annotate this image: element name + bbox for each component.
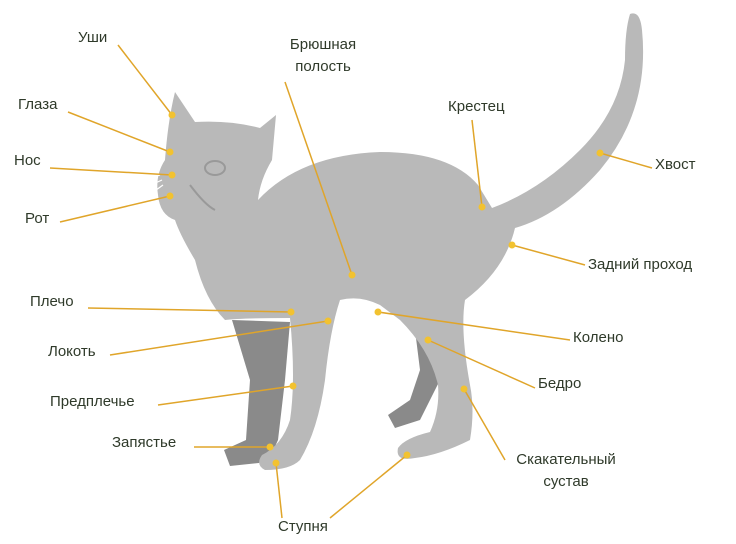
label-thigh: Бедро	[538, 375, 582, 392]
label-tail: Хвост	[655, 156, 696, 173]
leader-lines	[49, 44, 653, 519]
label-hock-line1: Скакательный	[516, 451, 616, 468]
label-shoulder: Плечо	[30, 293, 74, 310]
label-wrist: Запястье	[112, 434, 177, 451]
label-forearm: Предплечье	[50, 393, 135, 410]
label-abdomen-line2: полость	[295, 58, 351, 75]
cat-far-front-leg	[224, 320, 290, 466]
label-eyes: Глаза	[18, 96, 58, 113]
label-elbow: Локоть	[48, 343, 96, 360]
cat-body	[157, 13, 644, 470]
cat-whisker-pad	[189, 184, 216, 211]
label-abdomen-line1: Брюшная	[289, 36, 357, 53]
cat-eye	[204, 160, 226, 176]
label-anus: Задний проход	[588, 256, 693, 273]
label-hock: Скакательный сустав	[502, 449, 630, 493]
label-sacrum: Крестец	[448, 98, 505, 115]
label-hock-line2: сустав	[543, 473, 589, 490]
anatomy-points	[166, 111, 604, 467]
label-knee: Колено	[573, 329, 624, 346]
label-mouth: Рот	[25, 210, 50, 227]
label-ears: Уши	[78, 29, 108, 46]
label-abdomen: Брюшная полость	[278, 34, 368, 78]
label-foot: Ступня	[278, 518, 328, 535]
cat-whiskers	[139, 174, 164, 199]
label-nose: Нос	[14, 152, 41, 169]
